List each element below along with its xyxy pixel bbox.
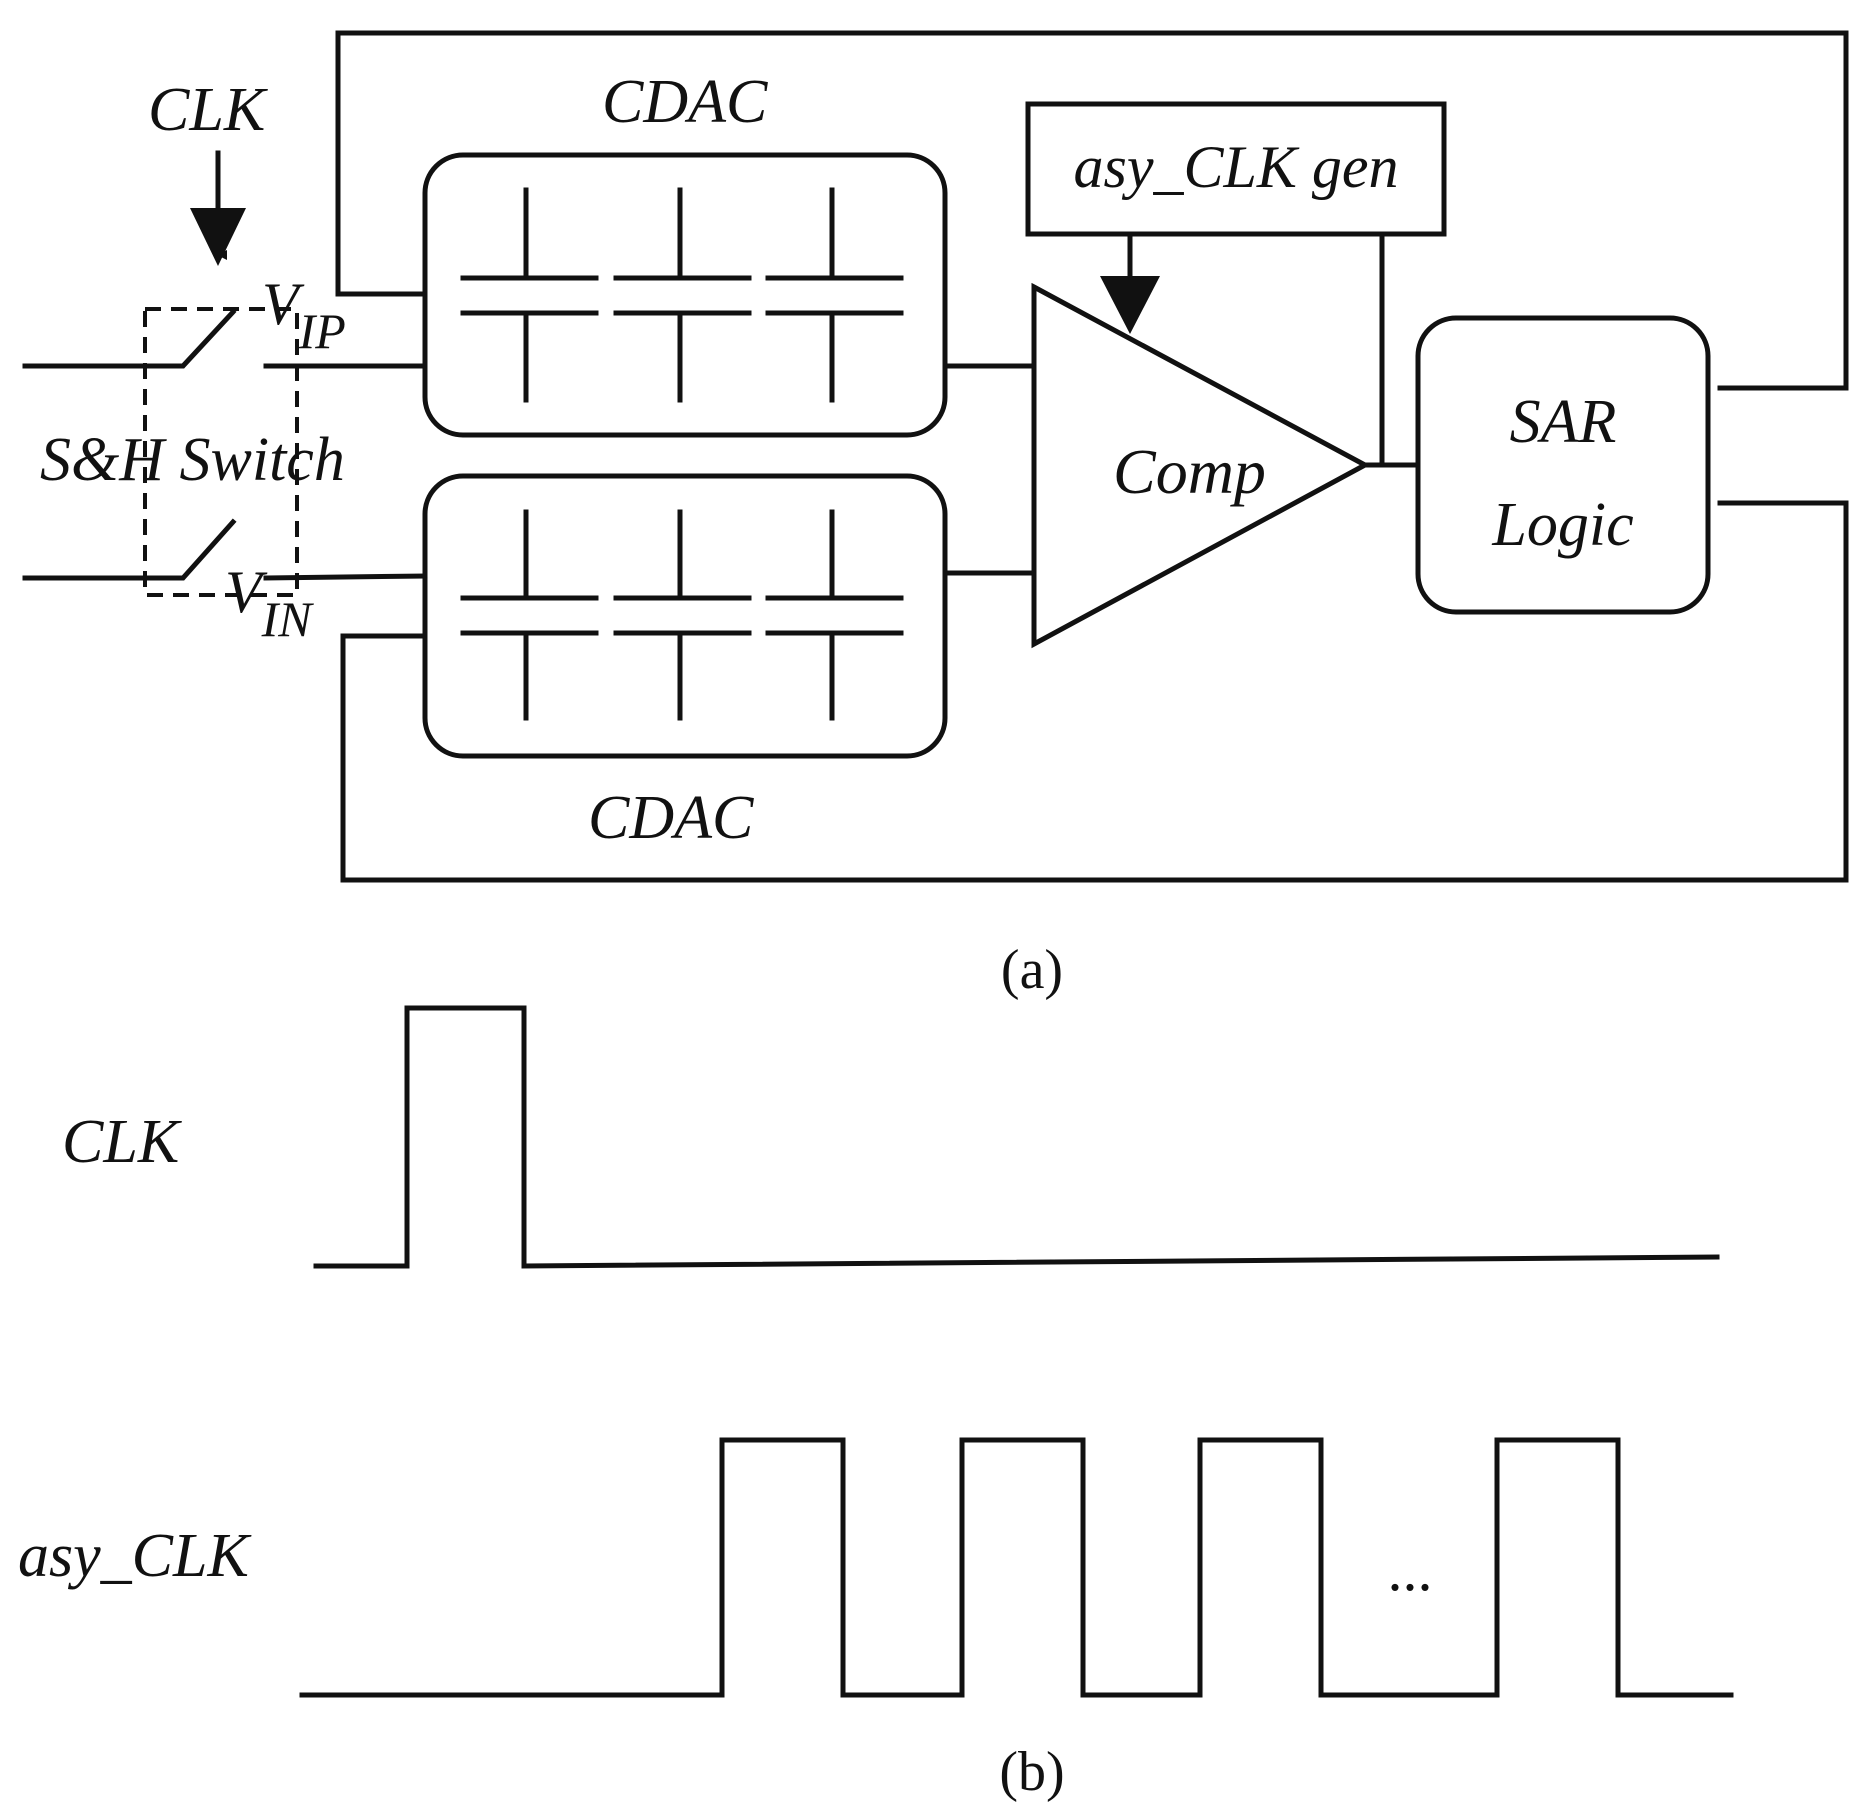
vip-subscript: IP bbox=[298, 303, 346, 359]
asy-clk-arrow-head bbox=[1100, 276, 1160, 334]
vin-label: VIN bbox=[225, 559, 314, 647]
vin-main: V bbox=[225, 559, 268, 625]
sh-switch-label: S&H Switch bbox=[40, 426, 345, 494]
block-diagram: CLK CDAC asy_CLK gen VIP VIN S&H Switch … bbox=[22, 30, 1849, 1001]
comparator-triangle bbox=[1031, 282, 1371, 649]
timing-diagram: CLK asy_CLK ... (b) bbox=[18, 1005, 1734, 1803]
cdac-top-capacitors bbox=[460, 187, 904, 403]
caption-a: (a) bbox=[1001, 939, 1063, 1001]
clk-waveform bbox=[313, 1005, 1720, 1269]
top-feedback-wire bbox=[335, 30, 1849, 391]
bottom-feedback-wire bbox=[340, 500, 1849, 883]
asy-clk-waveform-label: asy_CLK bbox=[18, 1522, 252, 1590]
sar-logic-label-line2: Logic bbox=[1491, 491, 1633, 559]
sar-logic-label-line1: SAR bbox=[1510, 388, 1617, 456]
clk-arrow-head bbox=[190, 208, 246, 266]
asy-clk-gen-label: asy_CLK gen bbox=[1073, 134, 1398, 200]
vin-node-wire bbox=[263, 573, 428, 581]
clk-waveform-label: CLK bbox=[62, 1108, 183, 1176]
vin-subscript: IN bbox=[261, 591, 315, 647]
caption-b: (b) bbox=[999, 1741, 1064, 1803]
vip-label: VIP bbox=[262, 271, 346, 359]
waveform-ellipsis: ... bbox=[1388, 1537, 1433, 1603]
asy-clk-gen-block bbox=[1025, 101, 1447, 237]
cdac-bottom-label: CDAC bbox=[588, 784, 754, 852]
vip-main: V bbox=[262, 271, 305, 337]
comp-label: Comp bbox=[1113, 436, 1266, 507]
cdac-top-label: CDAC bbox=[602, 68, 768, 136]
sar-logic-block bbox=[1415, 315, 1711, 615]
cdac-top-block bbox=[422, 152, 948, 438]
cdac-bottom-block bbox=[422, 473, 948, 759]
vin-input-wire bbox=[22, 518, 237, 581]
vip-input-wire bbox=[22, 308, 237, 369]
sh-switch-box bbox=[143, 307, 299, 597]
asy-clk-waveform bbox=[299, 1437, 1734, 1698]
cdac-bottom-capacitors bbox=[460, 509, 904, 721]
clk-label: CLK bbox=[148, 76, 269, 144]
